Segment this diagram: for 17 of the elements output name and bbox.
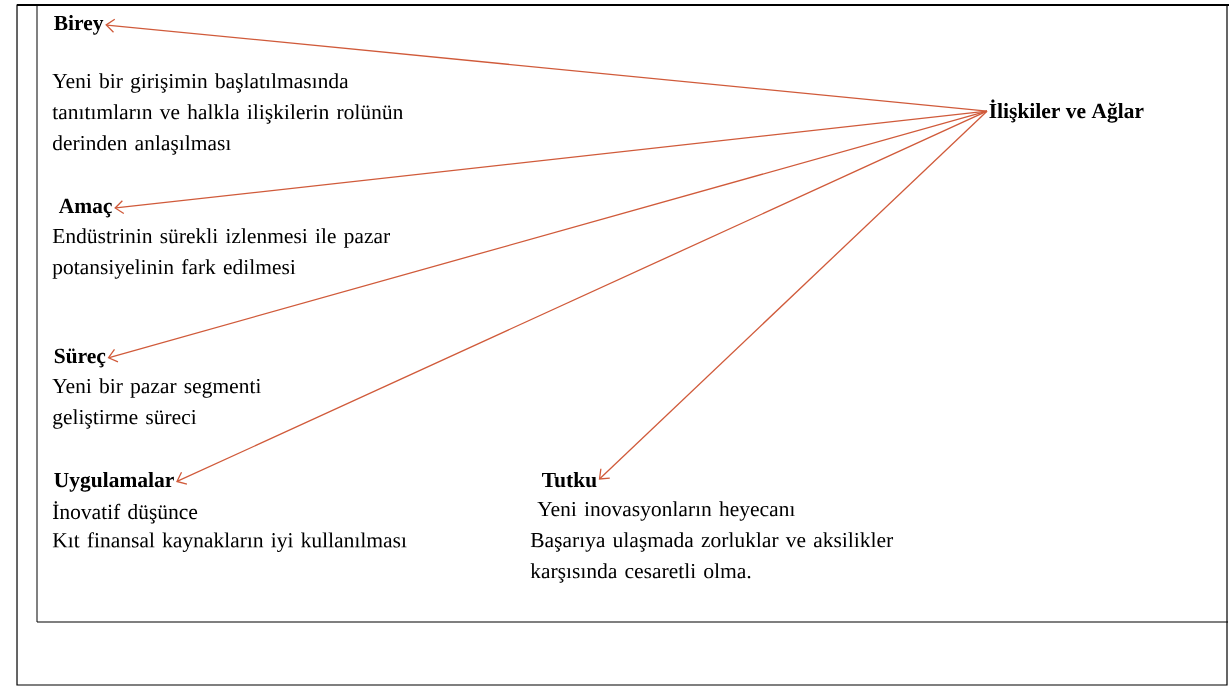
body-text: Yeni bir girişimin başlatılmasında tanıtımların ve halkla ilişkilerin rolünün derinden anlaşılması [52,73,404,155]
arrow [105,18,988,112]
arrow [176,110,988,485]
body-text: Yeni inovasyonların heyecanı [537,501,795,521]
heading-text: Süreç [54,348,106,368]
heading-text: İlişkiler ve Ağlar [989,99,1144,123]
heading-text: Birey [54,15,104,35]
heading-text: Tutku [542,472,597,488]
heading-text: Uygulamalar [54,472,174,492]
heading-text: Amaç [58,198,112,218]
body-text: Kıt finansal kaynakların iyi kullanılması [52,532,407,552]
arrow [598,110,988,480]
body-text: Endüstrinin sürekli izlenmesi ile pazar potansiyelinin fark edilmesi [52,228,390,279]
body-text: İnovatif düşünce [53,501,198,524]
arrow [107,110,988,363]
body-text: Yeni bir pazar segmenti geliştirme süreci [52,378,261,429]
body-text: Başarıya ulaşmada zorluklar ve aksilikler karşısında cesaretli olma. [530,532,894,583]
